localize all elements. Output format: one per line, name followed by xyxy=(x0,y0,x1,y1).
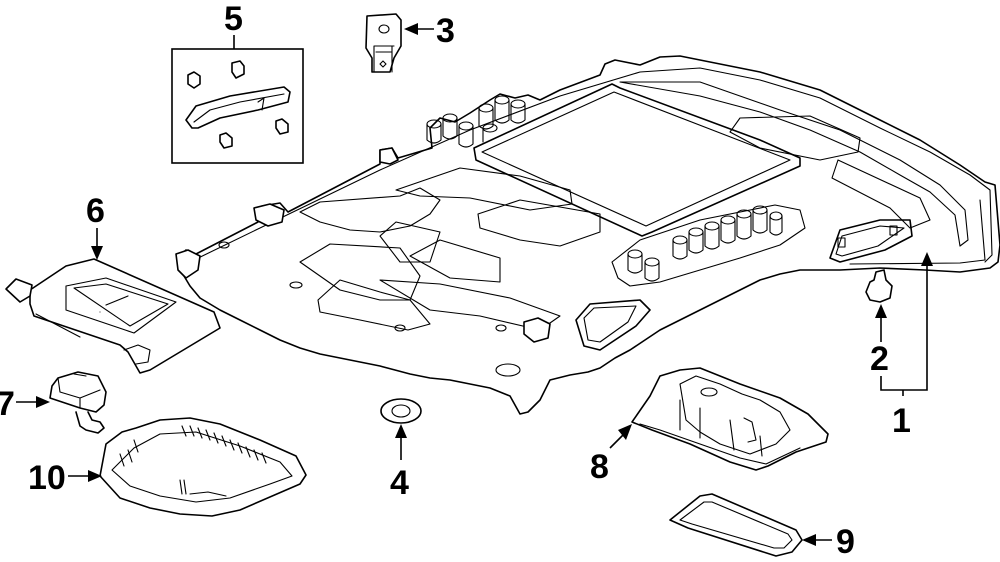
visor-holder-part[interactable] xyxy=(365,13,402,73)
callout-10: 10 xyxy=(28,459,66,497)
callout-labels: 5 3 6 7 10 4 2 1 8 9 xyxy=(0,0,911,561)
callout-8: 8 xyxy=(590,448,609,486)
bulb-socket-part[interactable] xyxy=(49,371,107,434)
connector-cluster-top xyxy=(426,95,526,148)
headliner-part[interactable] xyxy=(175,55,1000,415)
callout-1: 1 xyxy=(892,402,911,440)
grommet-part[interactable] xyxy=(380,398,422,424)
callout-3: 3 xyxy=(436,12,455,50)
callout-9: 9 xyxy=(836,523,855,561)
headliner-clip-part[interactable] xyxy=(865,269,893,303)
callout-5: 5 xyxy=(224,0,243,38)
console-lamp-part[interactable] xyxy=(631,367,829,471)
dome-lamp-part[interactable] xyxy=(99,417,307,517)
callout-4: 4 xyxy=(390,464,409,502)
callout-leaders xyxy=(16,23,933,546)
kit-box xyxy=(171,48,304,164)
callout-7: 7 xyxy=(0,385,15,423)
lamp-lens-part[interactable] xyxy=(669,493,803,557)
callout-6: 6 xyxy=(86,192,105,230)
callout-2: 2 xyxy=(870,340,889,378)
sun-visor-part[interactable] xyxy=(5,258,221,374)
assist-grip-kit-part[interactable] xyxy=(171,35,304,164)
connector-cluster-right xyxy=(627,205,783,282)
